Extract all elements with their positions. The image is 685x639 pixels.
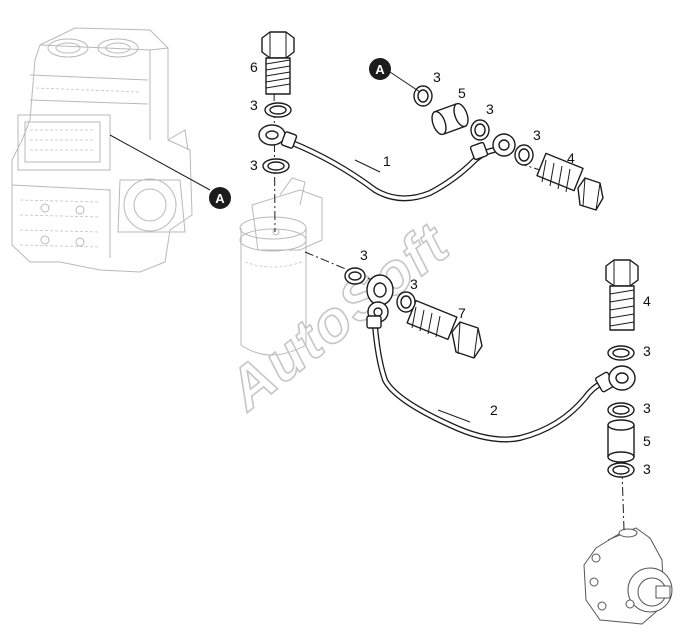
label-part-3-g: 3: [410, 276, 418, 292]
fuel-pipe-1: [258, 124, 516, 202]
label-part-7: 7: [458, 305, 466, 321]
label-part-4-a: 4: [567, 150, 575, 166]
svg-text:A: A: [375, 62, 385, 77]
tee-fitting: [366, 274, 394, 329]
label-part-3-i: 3: [643, 400, 651, 416]
leader-lines: [109, 71, 471, 423]
label-part-3-f: 3: [360, 247, 368, 263]
label-part-3-e: 3: [533, 127, 541, 143]
label-part-3-a: 3: [250, 97, 258, 113]
hollow-bolt-4-lower: [605, 259, 639, 331]
pump-ghost: [583, 527, 673, 625]
label-part-5-a: 5: [458, 85, 466, 101]
fuel-pipe-2: [372, 323, 636, 443]
label-part-4-b: 4: [643, 293, 651, 309]
label-part-2: 2: [490, 402, 498, 418]
label-part-3-h: 3: [643, 343, 651, 359]
label-part-3-d: 3: [486, 101, 494, 117]
reference-callout-a-engine: A: [209, 187, 231, 209]
label-part-3-b: 3: [250, 157, 258, 173]
hollow-bolt-4-upper: [536, 152, 604, 211]
filter-housing-ghost: [239, 177, 323, 356]
sealing-washers: [262, 85, 635, 478]
label-part-3-c: 3: [433, 69, 441, 85]
label-part-3-j: 3: [643, 461, 651, 477]
engine-block-ghost: [11, 27, 193, 273]
hollow-bolt-7: [406, 299, 483, 359]
svg-text:A: A: [215, 191, 225, 206]
label-part-5-b: 5: [643, 433, 651, 449]
reference-callout-a-pipe: A: [369, 58, 391, 80]
spacer-sleeves: [431, 102, 635, 463]
label-part-1: 1: [383, 153, 391, 169]
label-part-6: 6: [250, 59, 258, 75]
hollow-bolt-6: [261, 31, 295, 95]
item-number-labels: 6 3 3 3 5 3 3 1 4 3 3 7 4 3 2 3 5 3: [250, 59, 651, 477]
